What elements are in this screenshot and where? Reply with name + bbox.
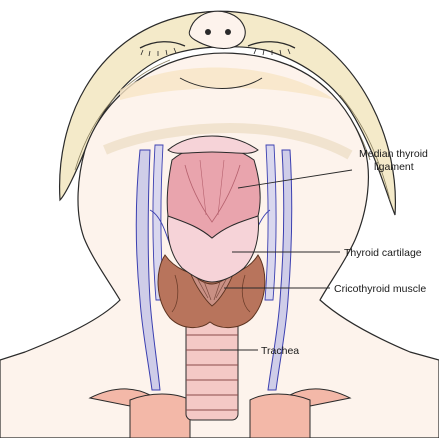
label-median-line2: ligament (374, 161, 414, 173)
trachea (186, 320, 238, 420)
label-cricothyroid-muscle: Cricothyroid muscle (334, 283, 426, 295)
label-trachea: Trachea (261, 345, 299, 357)
label-thyroid-cartilage: Thyroid cartilage (344, 247, 422, 259)
label-median-line1: Median thyroid (359, 148, 428, 160)
